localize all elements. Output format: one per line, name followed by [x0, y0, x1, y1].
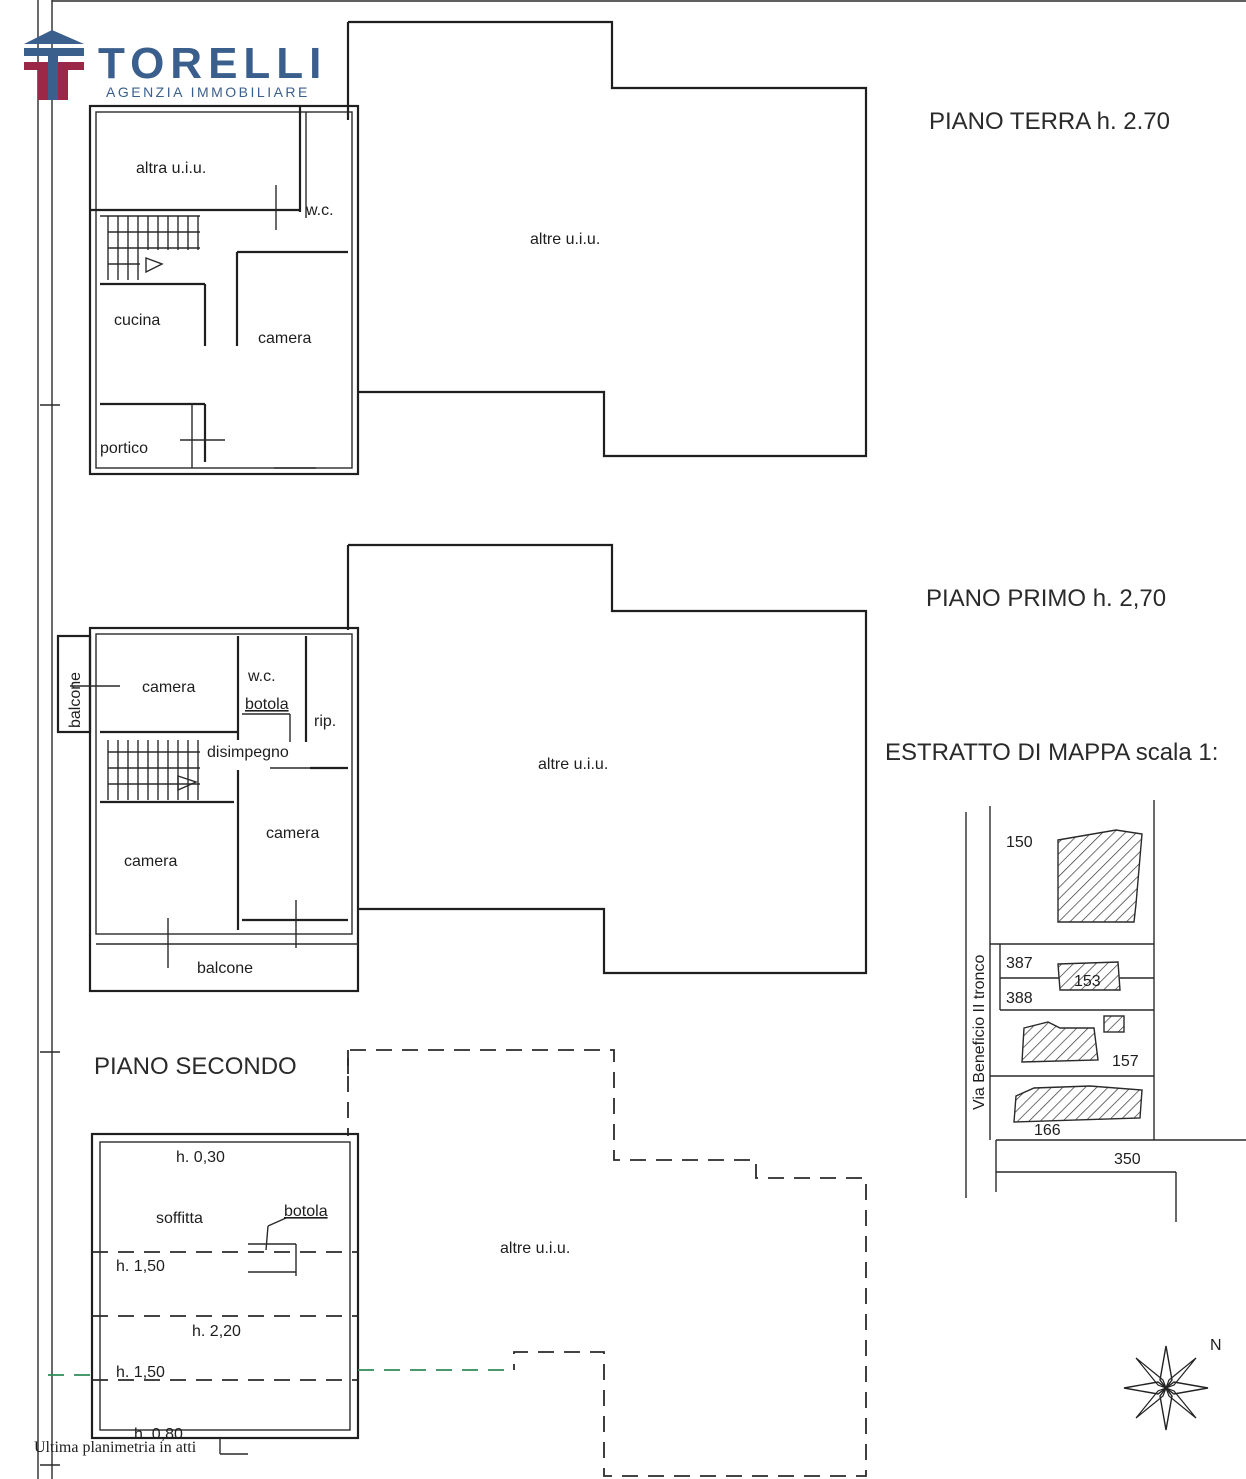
second-floor-plan — [48, 1049, 867, 1477]
first-floor-labels: camera w.c. botola rip. disimpegno camer… — [67, 585, 1166, 977]
other-units-label: altre u.i.u. — [500, 1240, 570, 1257]
north-label: N — [1210, 1337, 1222, 1354]
room-label: portico — [100, 440, 148, 457]
room-label: camera — [258, 330, 311, 347]
building-150 — [1057, 829, 1143, 923]
ground-floor-labels: altra u.i.u. w.c. cucina camera portico … — [100, 108, 1170, 457]
room-label: botola — [245, 696, 289, 713]
other-units-label: altre u.i.u. — [530, 231, 600, 248]
building-166 — [1013, 1085, 1143, 1123]
building-153 — [1057, 961, 1121, 991]
logo-tagline: AGENZIA IMMOBILIARE — [106, 84, 310, 100]
room-label: cucina — [114, 312, 160, 329]
torelli-logo: TORELLI AGENZIA IMMOBILIARE — [24, 30, 327, 100]
room-label: disimpegno — [207, 744, 289, 761]
parcel-label: 387 — [1006, 955, 1033, 972]
room-label: rip. — [314, 713, 336, 730]
parcel-label: 157 — [1112, 1053, 1139, 1070]
map-extract-title: ESTRATTO DI MAPPA scala 1: — [885, 739, 1218, 766]
height-label: h. 2,20 — [192, 1323, 241, 1340]
parcel-label: 150 — [1006, 834, 1033, 851]
room-label: camera — [124, 853, 177, 870]
first-floor-plan — [56, 543, 868, 993]
height-label: h. 1,50 — [116, 1258, 165, 1275]
room-label: balcone — [67, 672, 84, 728]
building-157-annex — [1103, 1015, 1125, 1033]
room-label: camera — [142, 679, 195, 696]
other-units-label: altre u.i.u. — [538, 756, 608, 773]
parcel-label: 153 — [1074, 973, 1101, 990]
parcel-label: 350 — [1114, 1151, 1141, 1168]
building-157 — [1021, 1021, 1099, 1063]
street-label: Via Beneficio II tronco — [971, 955, 988, 1110]
floor-title: PIANO TERRA h. 2.70 — [929, 108, 1170, 135]
height-label: h. 1,50 — [116, 1364, 165, 1381]
compass-icon — [1123, 1345, 1209, 1431]
room-label: balcone — [197, 960, 253, 977]
footer-note: Ultima planimetria in atti — [34, 1439, 197, 1456]
second-floor-labels: PIANO SECONDO h. 0,30 soffitta botola h.… — [94, 1053, 570, 1443]
logo-mark-icon — [24, 30, 84, 100]
room-label: altra u.i.u. — [136, 160, 206, 177]
room-label: botola — [284, 1203, 328, 1220]
height-label: h. 0,30 — [176, 1149, 225, 1166]
room-label: soffitta — [156, 1210, 203, 1227]
room-label: w.c. — [247, 668, 276, 685]
sheet-border — [37, 0, 1246, 1479]
parcel-label: 166 — [1034, 1122, 1061, 1139]
parcel-label: 388 — [1006, 990, 1033, 1007]
logo-brand: TORELLI — [98, 39, 327, 88]
floor-title: PIANO SECONDO — [94, 1053, 297, 1080]
room-label: camera — [266, 825, 319, 842]
height-label: h. 0,80 — [134, 1426, 183, 1443]
ground-floor-plan — [88, 20, 868, 476]
map-extract: ESTRATTO DI MAPPA scala 1: 150 387 153 3… — [885, 739, 1246, 1222]
floor-title: PIANO PRIMO h. 2,70 — [926, 585, 1166, 612]
room-label: w.c. — [305, 202, 334, 219]
